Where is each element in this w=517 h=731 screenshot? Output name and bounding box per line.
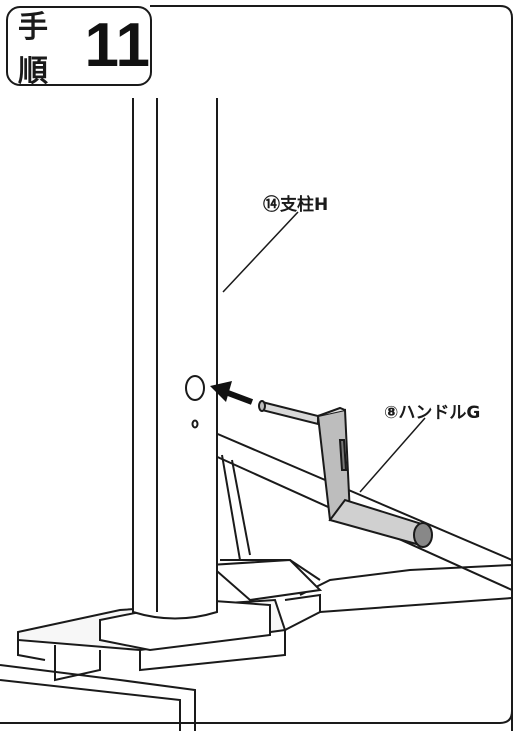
pole-leader-line	[222, 211, 299, 293]
step-word: 手順	[18, 10, 49, 89]
step-number: 11	[84, 11, 150, 80]
pole-label: ⑭支柱H	[263, 195, 329, 215]
panel-bottom-border	[0, 710, 513, 724]
handle-grip-end	[413, 522, 433, 548]
handle-g	[258, 400, 433, 548]
panel-border	[150, 5, 513, 731]
insert-arrow-icon	[210, 381, 254, 405]
pole-small-hole	[191, 419, 199, 429]
pole-h	[132, 98, 218, 620]
pole-hole	[185, 375, 205, 401]
step-badge: 手順 11	[6, 6, 152, 89]
handle-label: ⑧ハンドルG	[384, 403, 481, 423]
handle-leader-line	[359, 417, 426, 493]
